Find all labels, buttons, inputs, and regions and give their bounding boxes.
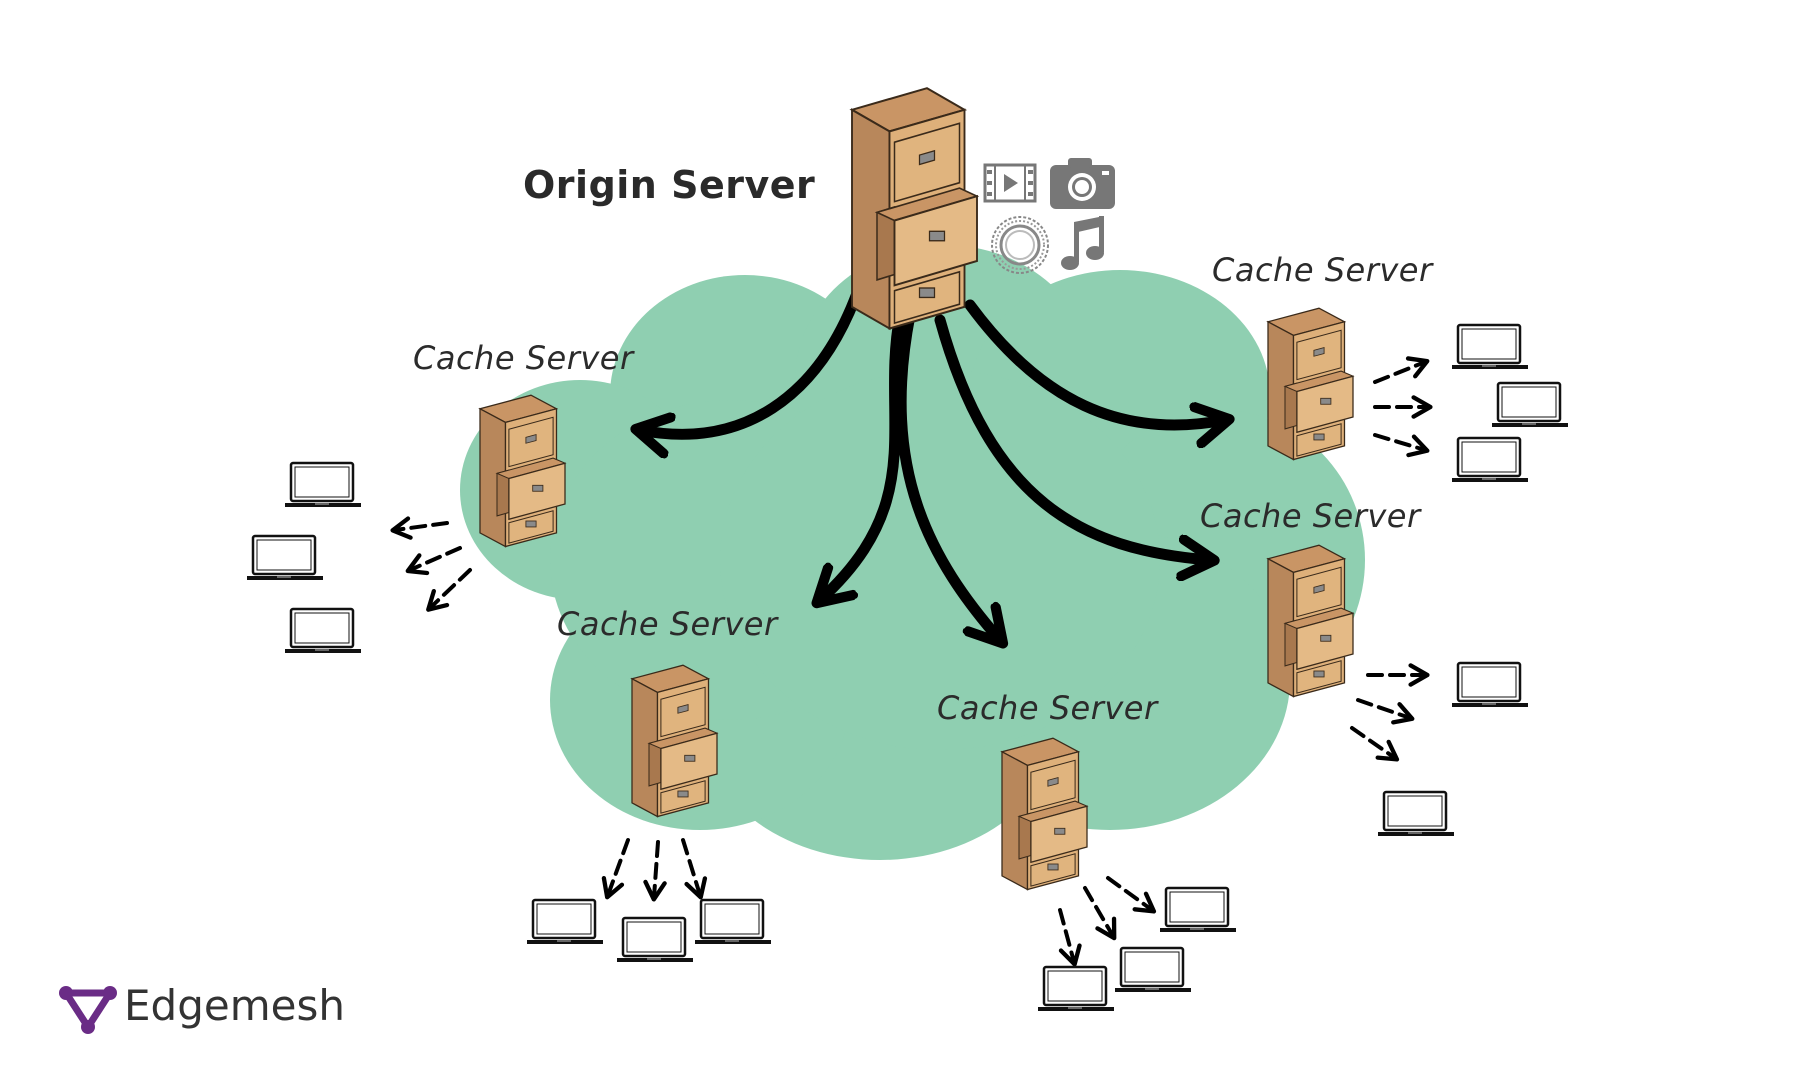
disc-icon — [991, 216, 1049, 274]
arrow-to-cache-center — [895, 309, 1000, 640]
network-cloud — [460, 245, 1365, 860]
laptop-icon — [1450, 436, 1530, 484]
cache-server-center-left-label: Cache Server — [557, 605, 778, 643]
film-icon — [983, 163, 1037, 203]
camera-icon — [1050, 158, 1115, 209]
cache-server-top-right-cabinet — [1267, 307, 1354, 461]
cache-server-center-left-cabinet — [631, 664, 718, 818]
laptop-icon — [1376, 790, 1456, 838]
laptop-icon — [1450, 323, 1530, 371]
client-arrow — [1350, 726, 1400, 762]
origin-server-label: Origin Server — [523, 163, 816, 207]
client-arrow — [1373, 433, 1430, 458]
client-arrow — [405, 546, 462, 576]
origin-server-cabinet — [850, 87, 979, 330]
client-arrow — [1356, 698, 1415, 725]
brand: Edgemesh — [50, 975, 345, 1035]
client-arrow — [390, 516, 449, 540]
cache-server-right-cabinet — [1267, 544, 1354, 698]
distribution-arrows — [640, 279, 1225, 640]
laptop-icon — [1036, 965, 1116, 1013]
cache-server-center-label: Cache Server — [937, 689, 1158, 727]
laptop-icon — [1158, 886, 1238, 934]
cache-server-left-label: Cache Server — [413, 339, 634, 377]
music-note-icon — [1061, 216, 1104, 270]
laptop-icon — [283, 461, 363, 509]
laptop-icon — [693, 898, 773, 946]
laptop-icon — [245, 534, 325, 582]
client-arrow — [1373, 356, 1430, 384]
client-arrow — [1058, 908, 1082, 967]
brand-name: Edgemesh — [124, 980, 345, 1030]
cache-server-center-cabinet — [1001, 737, 1088, 891]
client-arrows — [390, 356, 1433, 967]
arrow-to-cache-center-left — [820, 309, 906, 600]
edgemesh-logo-icon — [59, 986, 117, 1034]
client-arrow — [1083, 886, 1117, 941]
laptop-icon — [615, 916, 695, 964]
laptop-icon — [1490, 381, 1570, 429]
arrow-to-cache-right — [934, 314, 1210, 560]
client-arrow — [1106, 876, 1157, 914]
cache-server-left-cabinet — [479, 394, 566, 548]
client-arrow — [601, 838, 630, 900]
cache-server-top-right-label: Cache Server — [1212, 251, 1433, 289]
arrow-to-cache-left — [640, 279, 866, 434]
laptop-icon — [525, 898, 605, 946]
laptop-icon — [283, 607, 363, 655]
laptop-icon — [1450, 661, 1530, 709]
cache-server-right-label: Cache Server — [1200, 497, 1421, 535]
client-arrow — [681, 838, 708, 900]
arrow-to-cache-top-right — [964, 299, 1225, 425]
client-arrow — [643, 840, 667, 902]
laptop-icon — [1113, 946, 1193, 994]
client-arrow — [426, 568, 472, 612]
